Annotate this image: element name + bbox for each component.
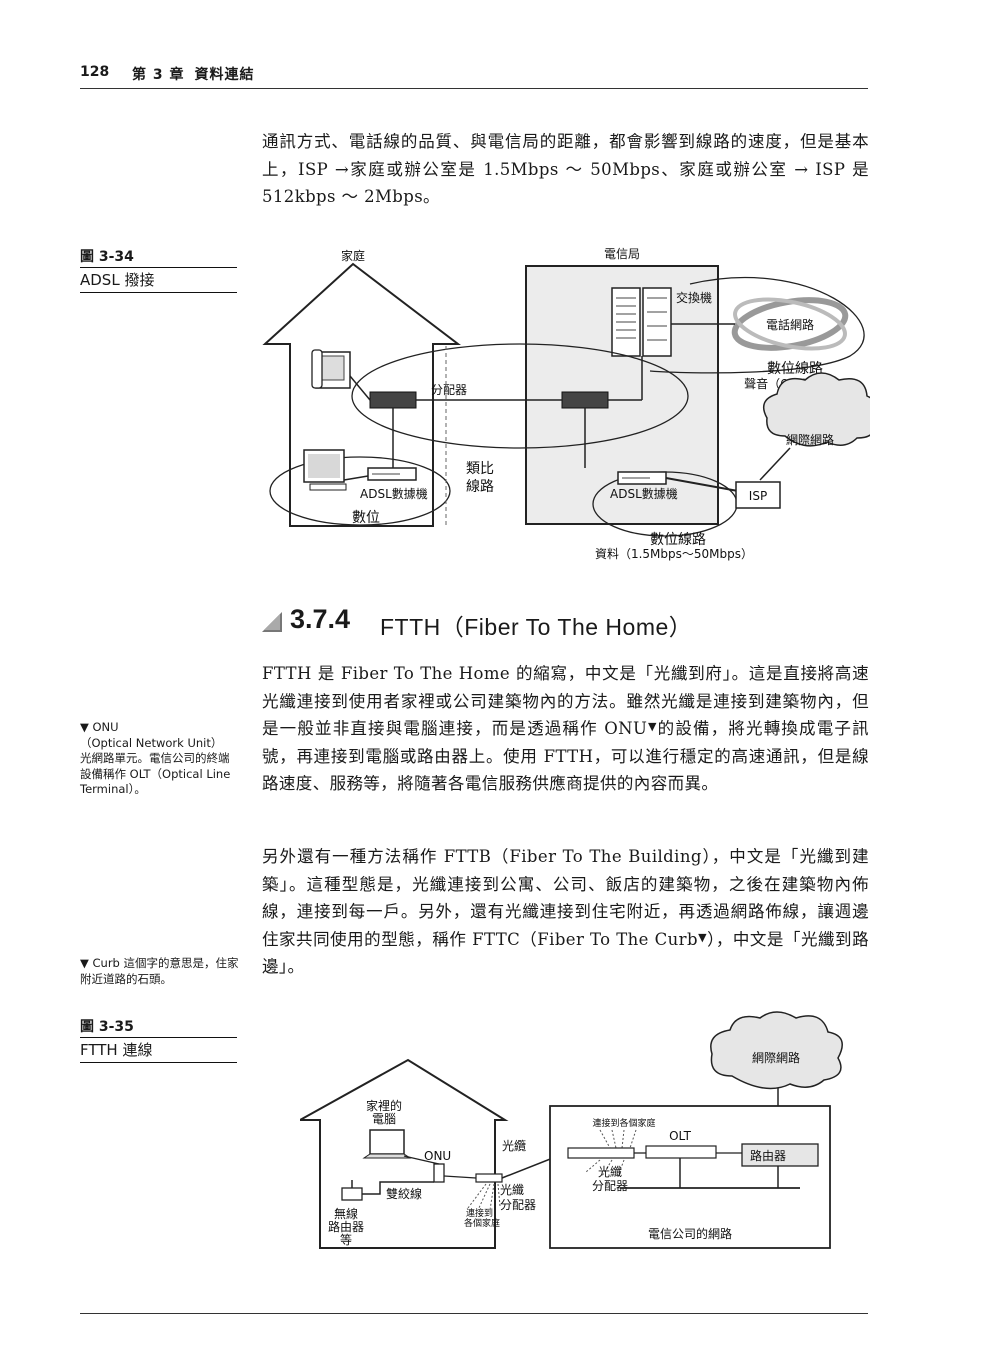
home-adsl-modem-label: ADSL數據機	[360, 486, 428, 501]
router-label: 路由器	[750, 1148, 786, 1163]
isp-box	[735, 481, 781, 509]
section-number: 3.7.4	[290, 604, 351, 634]
analog-label-2: 線路	[466, 479, 494, 495]
digital-line-top-label: 數位線路	[767, 361, 823, 377]
wireless-label-2: 路由器	[328, 1219, 364, 1234]
home-digital-loop	[269, 456, 451, 526]
phone-icon	[311, 349, 351, 389]
computer-icon	[303, 449, 347, 491]
fttb-text-2: ），中文是「光纖到路邊」。	[262, 929, 869, 977]
chapter-title: 資料連結	[194, 67, 255, 83]
ftth-text-1: FTTH 是 Fiber To The Home 的縮寫，中文是「光纖到府」。這…	[262, 664, 869, 738]
splitter-label: 分配器	[431, 383, 467, 397]
fttb-paragraph: 另外還有一種方法稱作 FTTB（Fiber To The Building），中…	[262, 843, 869, 981]
ftth-paragraph: FTTH 是 Fiber To The Home 的縮寫，中文是「光纖到府」。這…	[262, 660, 869, 798]
phone-network-label: 電話網路	[766, 317, 814, 332]
exchange-label: 交換機	[676, 290, 712, 305]
page-number: 128	[80, 64, 110, 80]
onu-note-full: （Optical Network Unit）	[80, 735, 223, 750]
chapter-number: 第 3 章	[132, 67, 185, 83]
onu-label: ONU	[424, 1149, 451, 1163]
wireless-label-3: 等	[340, 1233, 352, 1247]
fiber-cable-label: 光纜	[502, 1139, 526, 1153]
to-homes-small-1: 連接到	[466, 1207, 493, 1219]
telecom-label: 電信局	[604, 247, 640, 261]
digital-label: 數位	[352, 510, 380, 526]
router-icon	[741, 1143, 819, 1167]
figure-number: 圖 3-34	[80, 246, 237, 268]
analog-line-loop	[351, 343, 689, 449]
digital-line-bottom-label: 數位線路	[650, 532, 706, 548]
page-header: 128 第 3 章資料連結	[80, 58, 868, 89]
intro-paragraph: 通訊方式、電話線的品質、與電信局的距離，都會影響到線路的速度，但是基本上，ISP…	[262, 132, 869, 206]
office-splitter-label-1: 光纖	[598, 1165, 622, 1179]
figure-35-caption: 圖 3-35 FTTH 連線	[80, 1016, 237, 1063]
section-triangle-icon	[262, 612, 282, 632]
onu-sidenote: ▼ ONU （Optical Network Unit） 光網路單元。電信公司的…	[80, 720, 240, 798]
ftth-text-2: 的設備，將光轉換成電子訊號，再連接到電腦或路由器上。使用 FTTH，可以進行穩定…	[262, 719, 869, 793]
twisted-pair-label: 雙絞線	[386, 1186, 422, 1201]
section-heading: 3.7.4 FTTH（Fiber To The Home）	[262, 602, 862, 642]
office-fiber-splitter-icon	[567, 1147, 635, 1159]
section-title: FTTH（Fiber To The Home）	[380, 614, 693, 640]
telecom-network-label: 電信公司的網路	[648, 1226, 732, 1241]
wireless-label-1: 無線	[334, 1206, 358, 1221]
figure-title: FTTH 連線	[80, 1038, 237, 1063]
analog-label-1: 類比	[466, 461, 494, 477]
home-label: 家庭	[341, 248, 365, 263]
figure-title: ADSL 撥接	[80, 268, 237, 293]
ftth-diagram: 網際網路 家裡的 電腦 ONU 雙絞線 無線 路由器 等 光纖 分配器 連接到 …	[300, 1011, 843, 1249]
laptop-icon	[362, 1129, 412, 1159]
home-fiber-splitter-icon	[475, 1173, 503, 1183]
curb-sidenote: ▼ Curb 這個字的意思是，住家附近道路的石頭。	[80, 956, 239, 986]
fttb-text-1: 另外還有一種方法稱作 FTTB（Fiber To The Building），中…	[262, 847, 869, 949]
figure-number: 圖 3-35	[80, 1016, 237, 1038]
onu-footnote-marker: ▼	[647, 720, 658, 733]
curb-footnote-marker: ▼	[697, 930, 708, 944]
internet-label: 網際網路	[752, 1050, 800, 1065]
internet-cloud-icon	[710, 1011, 843, 1090]
adsl-diagram: 家庭 電信局 交換機 電話網路 數位線路 聲音（64kbps） 分配器 網際網路…	[262, 247, 870, 561]
data-rate-label: 資料（1.5Mbps～50Mbps）	[595, 547, 753, 561]
footer-rule	[80, 1313, 868, 1314]
internet-label: 網際網路	[786, 432, 834, 447]
internet-cloud-icon	[762, 372, 870, 447]
to-each-home-label: 連接到各個家庭	[592, 1117, 655, 1129]
digital-voice-loop	[649, 276, 865, 374]
olt-icon	[645, 1145, 717, 1159]
office-adsl-modem-label: ADSL數據機	[610, 486, 678, 501]
wireless-router-icon	[341, 1187, 363, 1201]
onu-note-title: ▼ ONU	[80, 720, 119, 734]
chapter-heading: 第 3 章資料連結	[132, 64, 265, 84]
home-pc-label-2: 電腦	[372, 1111, 396, 1126]
office-splitter-label-2: 分配器	[592, 1179, 628, 1193]
onu-note-desc: 光網路單元。電信公司的終端設備稱作 OLT（Optical Line Termi…	[80, 751, 231, 796]
home-splitter-icon	[369, 391, 417, 409]
figure-34-caption: 圖 3-34 ADSL 撥接	[80, 246, 237, 293]
home-splitter-label-1: 光纖	[500, 1183, 524, 1197]
home-pc-label-1: 家裡的	[366, 1098, 402, 1113]
office-splitter-icon	[561, 391, 609, 409]
to-homes-small-2: 各個家庭	[464, 1217, 500, 1229]
onu-icon	[433, 1163, 445, 1183]
isp-label: ISP	[749, 489, 767, 503]
olt-label: OLT	[669, 1129, 691, 1143]
telecom-building	[549, 1105, 831, 1249]
home-splitter-label-2: 分配器	[500, 1198, 536, 1212]
